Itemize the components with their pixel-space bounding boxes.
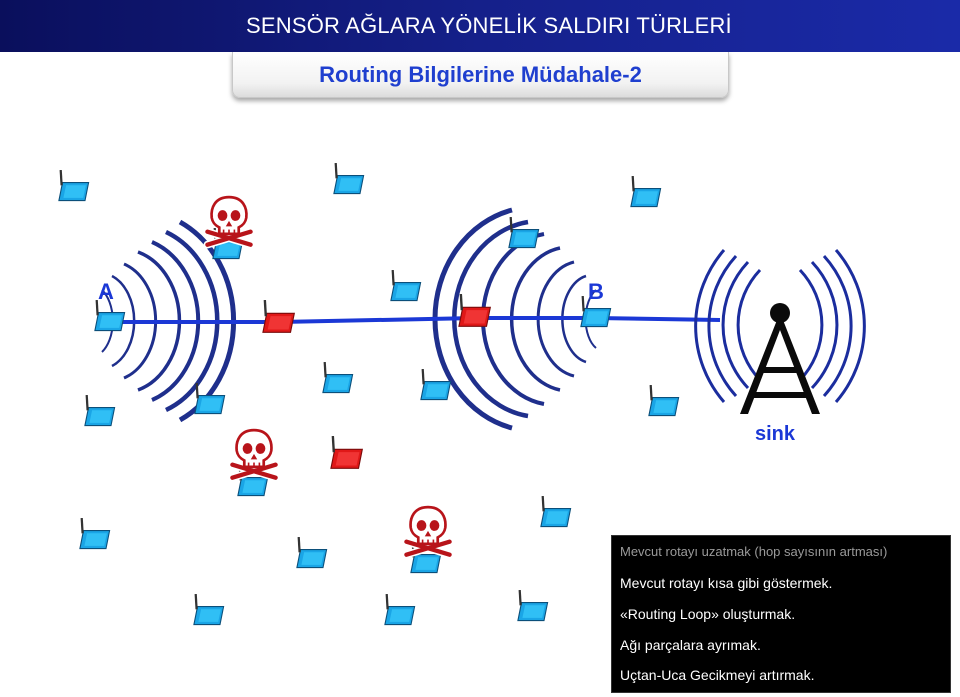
sensor-node bbox=[79, 518, 111, 550]
sensor-node bbox=[517, 590, 549, 622]
node-label-a: A bbox=[98, 279, 114, 304]
route-line bbox=[112, 316, 721, 324]
info-box: Mevcut rotayı uzatmak (hop sayısının art… bbox=[611, 535, 951, 693]
info-line-4: Ağı parçalara ayrımak. bbox=[620, 637, 761, 653]
skull-crossbones-icon bbox=[406, 507, 449, 555]
slide-subtitle: Routing Bilgilerine Müdahale-2 bbox=[319, 62, 642, 87]
skull-crossbones-icon bbox=[207, 197, 250, 245]
info-line-3: «Routing Loop» oluşturmak. bbox=[620, 606, 796, 622]
sink-tower bbox=[694, 249, 866, 414]
header-title: SENSÖR AĞLARA YÖNELİK SALDIRI TÜRLERİ bbox=[246, 13, 732, 38]
malicious-node bbox=[262, 300, 296, 334]
node-label-b: B bbox=[588, 279, 604, 304]
info-line-1: Mevcut rotayı uzatmak (hop sayısının art… bbox=[620, 544, 888, 559]
subtitle-box: Routing Bilgilerine Müdahale-2 bbox=[232, 52, 729, 98]
sensor-node bbox=[333, 163, 365, 195]
sensor-node bbox=[630, 176, 662, 208]
sensor-node bbox=[296, 537, 328, 569]
sensor-node bbox=[194, 383, 226, 415]
sensor-node bbox=[384, 594, 416, 626]
sensor-node bbox=[322, 362, 354, 394]
malicious-node bbox=[330, 436, 364, 470]
sink-label: sink bbox=[755, 423, 796, 445]
sensor-node bbox=[84, 395, 116, 427]
sensor-node bbox=[58, 170, 90, 202]
sensor-node bbox=[648, 385, 680, 417]
sensor-node bbox=[193, 594, 225, 626]
sensor-nodes bbox=[58, 163, 680, 626]
skull-crossbones-icon bbox=[232, 430, 275, 478]
sensor-node bbox=[540, 496, 572, 528]
info-line-2: Mevcut rotayı kısa gibi göstermek. bbox=[620, 575, 833, 591]
header-bar: SENSÖR AĞLARA YÖNELİK SALDIRI TÜRLERİ bbox=[0, 0, 960, 52]
sensor-node bbox=[390, 270, 422, 302]
info-line-5: Uçtan-Uca Gecikmeyi artırmak. bbox=[620, 667, 815, 683]
